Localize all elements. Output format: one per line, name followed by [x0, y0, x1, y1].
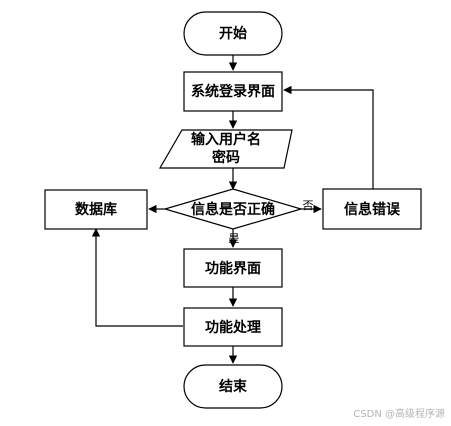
edge-label-yes: 是	[229, 232, 240, 245]
database-node	[44, 189, 148, 230]
start-label: 开始	[219, 25, 247, 42]
edge-function-proc-to-database	[91, 228, 183, 327]
error-node	[322, 188, 422, 230]
database-label: 数据库	[75, 201, 117, 218]
error-label: 信息错误	[344, 201, 401, 218]
function-proc-label: 功能处理	[205, 319, 261, 336]
function-proc-node	[183, 307, 283, 347]
start-node	[183, 11, 283, 56]
decision-label: 信息是否正确	[191, 201, 275, 218]
watermark: CSDN @高级程序源	[353, 409, 445, 420]
function-ui-label: 功能界面	[205, 260, 261, 277]
edge-label-no: 否	[303, 199, 314, 212]
input-label-line1: 输入用户名	[191, 131, 261, 148]
decision-node	[162, 188, 304, 230]
end-label: 结束	[219, 378, 248, 395]
input-node	[158, 129, 293, 169]
login-label: 系统登录界面	[191, 83, 275, 100]
edge-error-to-login	[283, 85, 374, 189]
end-node	[183, 364, 283, 409]
login-node	[183, 71, 283, 112]
function-ui-node	[183, 248, 283, 288]
input-label-line2: 密码	[211, 149, 240, 166]
